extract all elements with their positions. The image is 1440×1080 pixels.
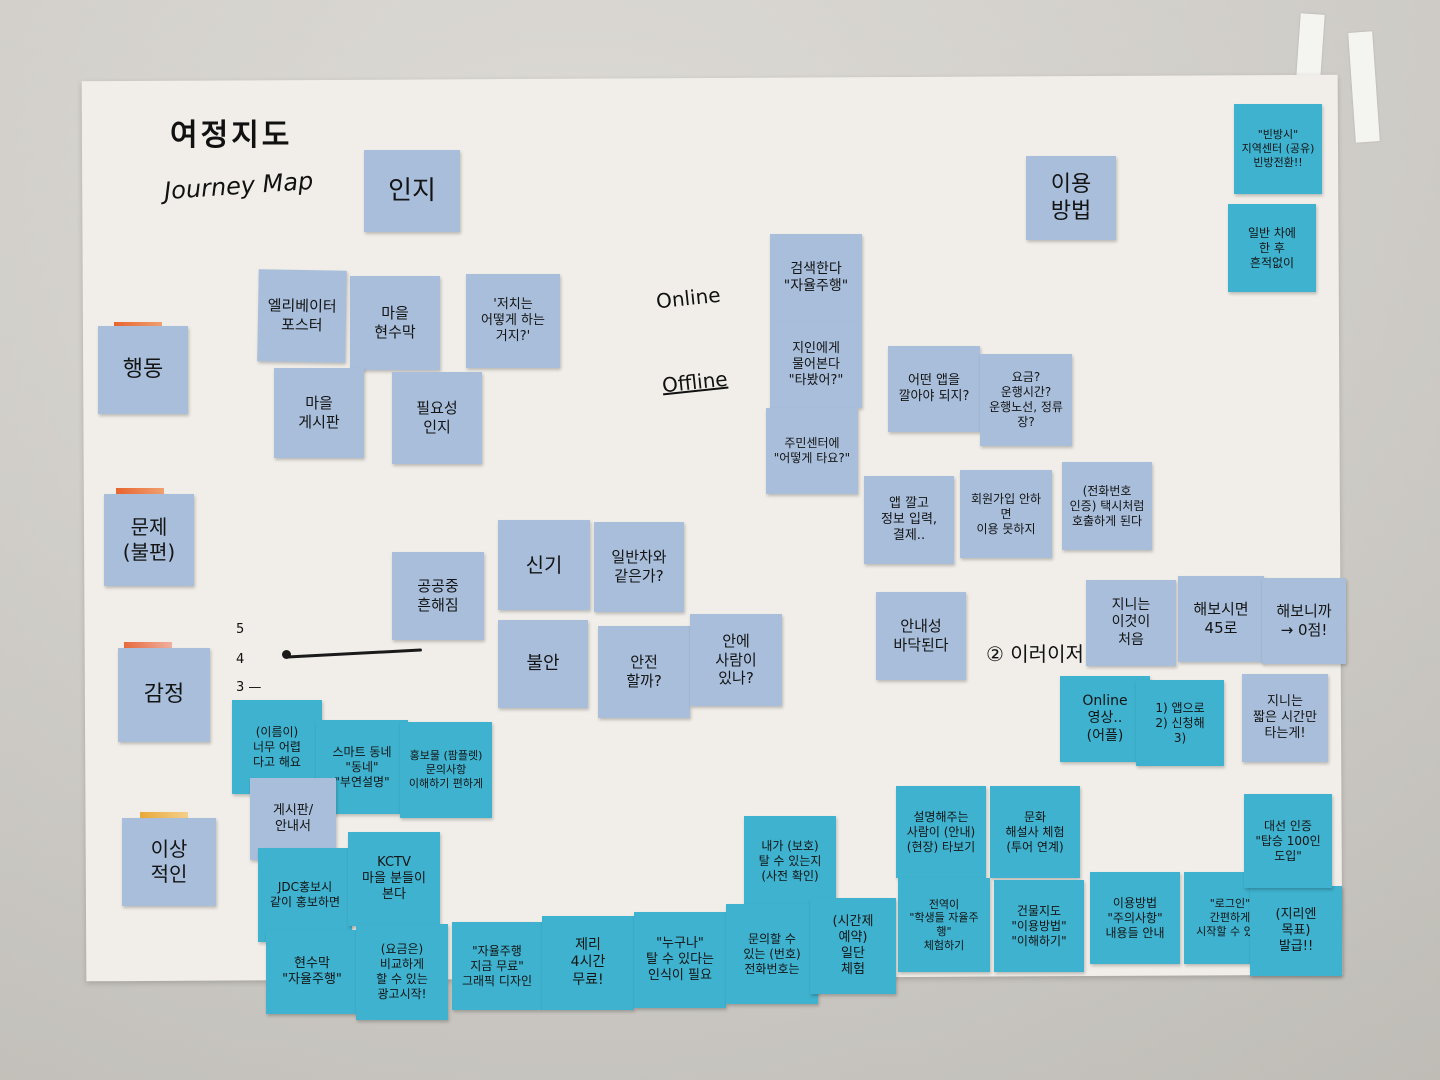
stage-awareness: 인지 (364, 150, 460, 232)
note-try-ride: (시간제 예약) 일단 체험 (810, 898, 896, 994)
note-phone-auth: (전화번호 인증) 택시처럼 호출하게 된다 (1062, 462, 1152, 550)
note-can-ride: 내가 (보호) 탈 수 있는지 (사전 확인) (744, 816, 836, 906)
note-which-app: 어떤 앱을 깔아야 되지? (888, 346, 980, 432)
note-free-4h: 제리 4시간 무료! (542, 916, 634, 1010)
note-anyone-inside: 안에 사람이 있나? (690, 614, 782, 706)
note-signup-required: 회원가입 안하면 이용 못하지 (960, 470, 1052, 558)
note-compare-fare: (요금은) 비교하게 할 수 있는 광고시작! (356, 924, 448, 1020)
note-free-now: "자율주행 지금 무료" 그래픽 디자인 (452, 922, 542, 1010)
note-short-ride: 지니는 짧은 시간만 타는게! (1242, 674, 1328, 762)
note-anxiety: 불안 (498, 620, 588, 708)
note-anyone: "누구나" 탈 수 있다는 인식이 필요 (634, 912, 726, 1008)
note-need-awareness: 필요성 인지 (392, 372, 482, 464)
note-search: 검색한다 "자율주행" (770, 234, 862, 322)
note-first-time: 지니는 이것이 처음 (1086, 580, 1176, 666)
note-explainer: 설명해주는 사람이 (안내) (현장) 타보기 (896, 786, 986, 878)
note-guidance: 안내성 바닥된다 (876, 592, 966, 680)
row-action: 행동 (98, 326, 188, 414)
note-is-safe: 안전 할까? (598, 626, 690, 718)
note-board-guide: 게시판/ 안내서 (250, 778, 336, 860)
note-score-0: 해보니까 → 0점! (1262, 578, 1346, 664)
note-fare-schedule: 요금? 운행시간? 운행노선, 정류장? (980, 354, 1072, 446)
note-banner-ad: 현수막 "자율주행" (266, 930, 358, 1014)
step-marker: ② 이러이저 (986, 642, 1084, 666)
note-village-board: 마을 게시판 (274, 368, 364, 458)
note-pamphlet: 홍보물 (팜플렛) 문의사항 이해하기 편하게 (400, 722, 492, 818)
note-precautions: 이용방법 "주의사항" 내용들 안내 (1090, 872, 1180, 964)
note-common: 공공중 흔해짐 (392, 552, 484, 640)
note-how-to-use: 건물지도 "이용방법" "이해하기" (994, 880, 1084, 972)
stage-usage: 이용 방법 (1026, 156, 1116, 240)
note-jdc: JDC홍보시 같이 홍보하면 (258, 848, 352, 942)
note-student-ride: 전역이 "학생들 자율주행" 체험하기 (898, 878, 990, 972)
note-app-steps: 1) 앱으로 2) 신청해 3) (1136, 680, 1224, 766)
note-no-trace: 일반 차에 한 후 흔적없이 (1228, 204, 1316, 292)
note-kctv: KCTV 마을 분들이 본다 (348, 832, 440, 926)
note-village-banner: 마을 현수막 (350, 276, 440, 370)
note-install-app: 앱 깔고 정보 입력, 결제.. (864, 476, 954, 564)
note-culture-guide: 문화 해설사 체험 (투어 연계) (990, 786, 1080, 878)
note-elevator-poster: 엘리베이터 포스터 (257, 269, 347, 363)
note-how-to-ride: '저치는 어떻게 하는 거지?' (466, 274, 560, 368)
note-phone-inquiry: 문의할 수 있는 (번호) 전화번호는 (726, 904, 818, 1004)
note-name-hard: (이름이) 너무 어렵 다고 해요 (232, 700, 322, 794)
note-score-45: 해보시면 45로 (1178, 576, 1264, 662)
scale-5: 5 (236, 622, 245, 637)
note-community-center: 주민센터에 "어떻게 타요?" (766, 408, 858, 494)
note-same-as-car: 일반차와 같은가? (594, 522, 684, 612)
row-ideal: 이상 적인 (122, 818, 216, 906)
note-issue: (지리엔 목표) 발급!! (1250, 886, 1342, 976)
note-empty-room: "빈방시" 지역센터 (공유) 빈방전환!! (1234, 104, 1322, 194)
note-certification: 대선 인증 "탑승 100인 도입" (1244, 794, 1332, 888)
note-online-video: Online 영상.. (어플) (1060, 676, 1150, 762)
scale-4: 4 (236, 652, 245, 667)
note-curious: 신기 (498, 520, 590, 610)
row-problem: 문제 (불편) (104, 494, 194, 586)
title-korean: 여정지도 (170, 118, 293, 153)
row-emotion: 감정 (118, 648, 210, 742)
scale-3: 3 — (236, 680, 262, 695)
note-ask-friend: 지인에게 물어본다 "타봤어?" (770, 322, 862, 408)
